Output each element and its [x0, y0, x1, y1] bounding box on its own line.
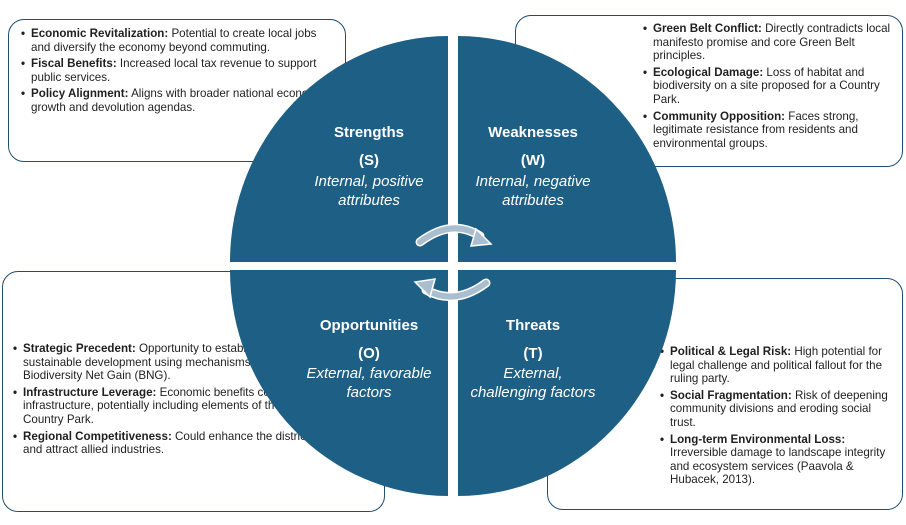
threats-subtitle-line2: challenging factors: [470, 384, 596, 401]
opportunities-letter: (O): [358, 345, 380, 362]
weaknesses-letter: (W): [521, 152, 545, 169]
threat-item: Social Fragmentation: Risk of deepening …: [660, 389, 894, 430]
strengths-letter: (S): [359, 152, 379, 169]
weakness-item: Community Opposition: Faces strong, legi…: [643, 110, 894, 151]
strength-item: Fiscal Benefits: Increased local tax rev…: [21, 57, 335, 84]
weaknesses-subtitle-line1: Internal, negative: [475, 173, 590, 190]
threats-letter: (T): [523, 345, 542, 362]
strengths-subtitle-line1: Internal, positive: [314, 173, 423, 190]
cycle-arrow-icon: [415, 223, 493, 247]
threats-quadrant: [458, 270, 676, 496]
strengths-box: Economic Revitalization: Potential to cr…: [8, 19, 346, 162]
strength-item: Policy Alignment: Aligns with broader na…: [21, 87, 335, 114]
weaknesses-quadrant: [458, 36, 676, 262]
threat-item: Political & Legal Risk: High potential f…: [660, 345, 894, 386]
weaknesses-title: Weaknesses: [488, 124, 578, 141]
opportunities-quadrant: [230, 270, 448, 496]
strengths-subtitle-line2: attributes: [338, 192, 400, 209]
strength-item: Economic Revitalization: Potential to cr…: [21, 27, 335, 54]
strengths-title: Strengths: [334, 124, 404, 141]
opportunities-subtitle-line1: External, favorable: [306, 365, 431, 382]
weakness-item: Ecological Damage: Loss of habitat and b…: [643, 66, 894, 107]
threat-item: Long-term Environmental Loss: Irreversib…: [660, 433, 894, 487]
cycle-arrow-icon: [413, 278, 491, 302]
strengths-quadrant: [230, 36, 448, 262]
weakness-item: Green Belt Conflict: Directly contradict…: [643, 22, 894, 63]
opportunities-title: Opportunities: [320, 317, 418, 334]
threats-subtitle-line1: External,: [503, 365, 562, 382]
opportunities-subtitle-line2: factors: [346, 384, 392, 401]
weaknesses-subtitle-line2: attributes: [502, 192, 564, 209]
threats-title: Threats: [506, 317, 560, 334]
